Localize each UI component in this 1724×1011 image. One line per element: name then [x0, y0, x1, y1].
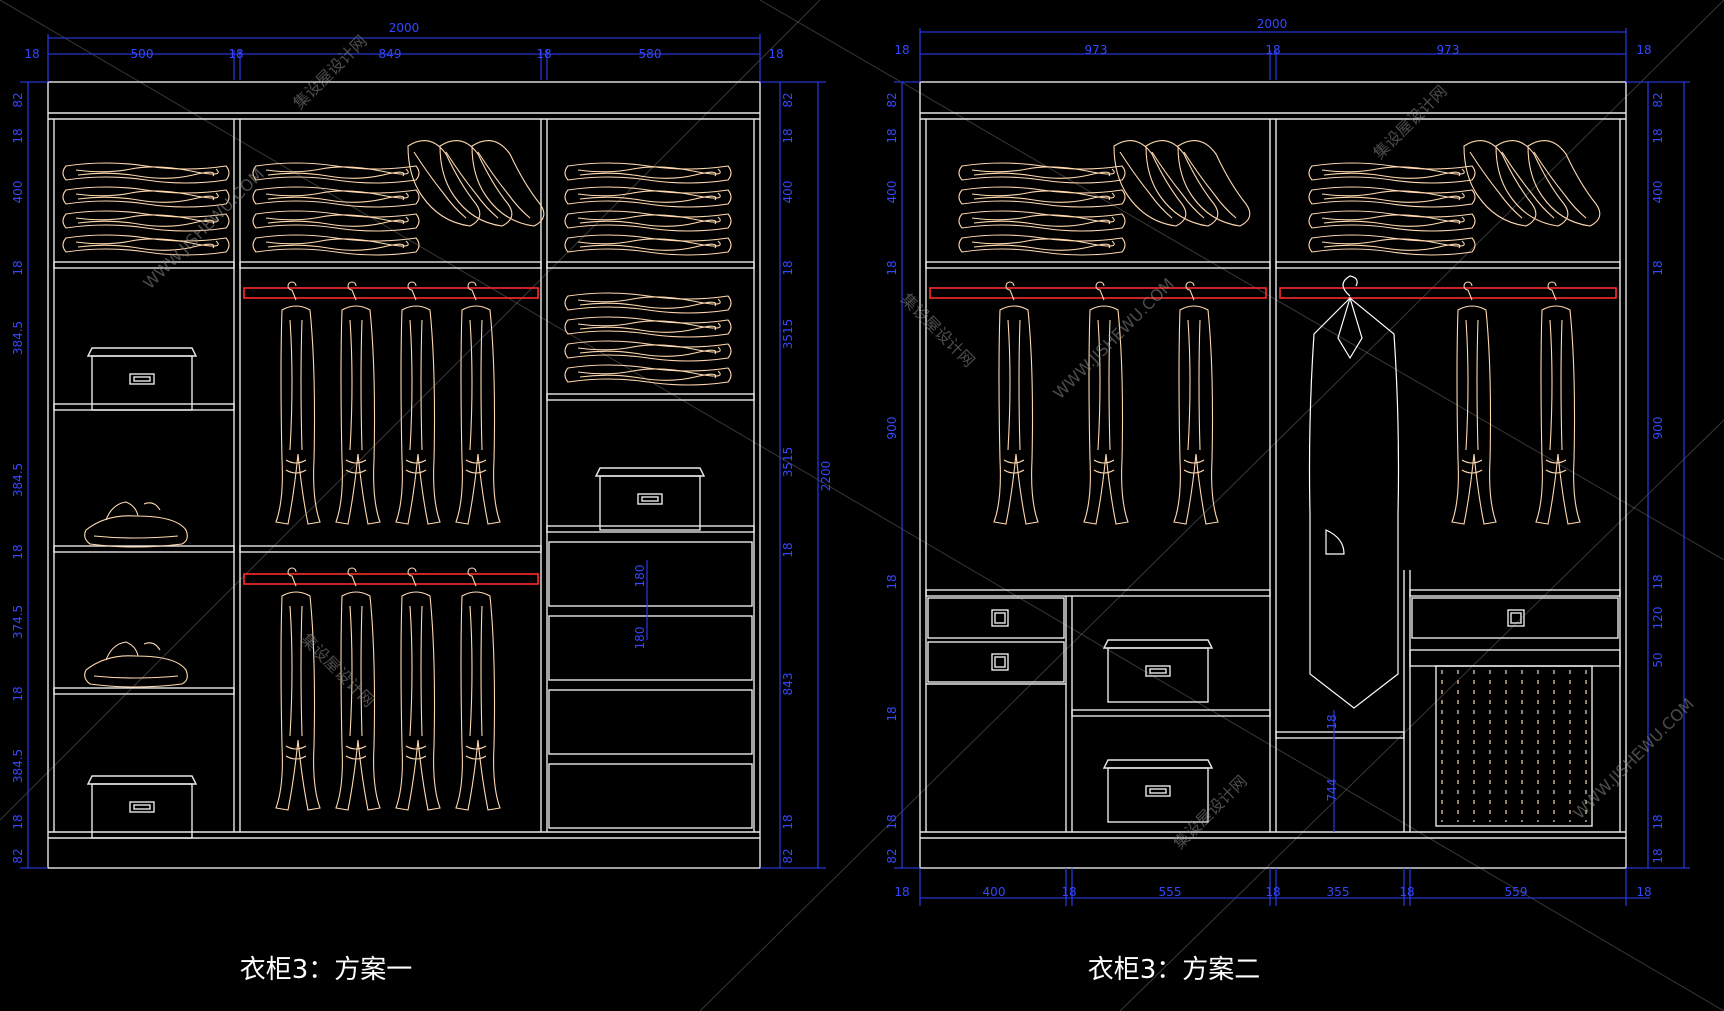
rd-l-1: 18 [885, 128, 899, 143]
ld-r-6: 18 [781, 542, 795, 557]
right-dim-seg-5: 18 [1636, 43, 1651, 57]
rd-r-8: 18 [1651, 814, 1665, 829]
right-right-side-dims: 82 18 400 18 900 18 120 50 18 18 18 744 [1325, 92, 1665, 863]
watermark-cn-3: 集设屋设计网 [1369, 82, 1450, 163]
title-scheme-one: 衣柜3：方案一 [240, 955, 413, 985]
watermark-cn-2: 集设屋设计网 [897, 289, 978, 370]
rd-l-6: 18 [885, 706, 899, 721]
ld-r-10: 18 [781, 814, 795, 829]
rb-2: 18 [1061, 885, 1076, 899]
left-dim-seg-5: 18 [536, 47, 551, 61]
rd-l-8: 82 [885, 848, 899, 863]
ld-r-8: 180 [633, 627, 647, 650]
right-dim-seg-2: 973 [1085, 43, 1108, 57]
ld-l-2: 400 [11, 181, 25, 204]
rd-l-3: 18 [885, 260, 899, 275]
ld-r-9: 843 [781, 673, 795, 696]
coat-hanging [1308, 275, 1400, 709]
wardrobe-scheme-two [919, 81, 1627, 869]
left-side-dims-right: 82 18 400 18 3515 3515 18 180 180 843 18… [633, 92, 833, 863]
rd-l-2: 400 [885, 181, 899, 204]
rb-3: 555 [1159, 885, 1182, 899]
left-dim-seg-3: 18 [228, 47, 243, 61]
ld-l-10: 18 [11, 814, 25, 829]
left-side-dims-one: 82 18 400 18 384.5 384.5 18 374.5 18 384… [11, 92, 25, 863]
rb-8: 18 [1636, 885, 1651, 899]
rd-l-4: 900 [885, 417, 899, 440]
rb-0: 18 [894, 885, 909, 899]
ld-l-7: 374.5 [11, 605, 25, 639]
wardrobe-scheme-one [47, 81, 761, 869]
ld-r-7: 180 [633, 565, 647, 588]
ld-l-3: 18 [11, 260, 25, 275]
rd-inner-0: 18 [1325, 714, 1339, 729]
ld-r-2: 400 [781, 181, 795, 204]
ld-l-5: 384.5 [11, 463, 25, 497]
right-dim-seg-4: 973 [1437, 43, 1460, 57]
rd-r-2: 400 [1651, 181, 1665, 204]
rd-r-1: 18 [1651, 128, 1665, 143]
right-dim-seg-1: 18 [894, 43, 909, 57]
ld-r-11: 82 [781, 848, 795, 863]
rb-4: 18 [1265, 885, 1280, 899]
rb-1: 400 [983, 885, 1006, 899]
rd-inner-1: 744 [1325, 779, 1339, 802]
watermark-cn: 集设屋设计网 [289, 32, 370, 113]
rd-r-4: 900 [1651, 417, 1665, 440]
rb-6: 18 [1399, 885, 1414, 899]
rd-r-3: 18 [1651, 260, 1665, 275]
title-scheme-two: 衣柜3：方案二 [1088, 955, 1261, 985]
right-total-width: 2000 [1257, 17, 1288, 31]
rd-r-7: 50 [1651, 652, 1665, 667]
dimensions-scheme-two [894, 28, 1690, 906]
ld-l-8: 18 [11, 686, 25, 701]
rd-l-5: 18 [885, 574, 899, 589]
rd-r-0: 82 [1651, 92, 1665, 107]
ld-l-0: 82 [11, 92, 25, 107]
ld-r-5: 3515 [781, 447, 795, 478]
watermark-en-2: WWW.JISHEWU.COM [1049, 274, 1177, 402]
watermark-en: WWW.JISHEWU.COM [139, 164, 267, 292]
rd-l-0: 82 [885, 92, 899, 107]
ld-r-0: 82 [781, 92, 795, 107]
left-total-width: 2000 [389, 21, 420, 35]
watermark-cn-5: 集设屋设计网 [1169, 772, 1250, 853]
ld-r-4: 3515 [781, 319, 795, 350]
right-left-side-dims: 82 18 400 18 900 18 18 18 82 [885, 92, 899, 863]
ld-l-11: 82 [11, 848, 25, 863]
right-dim-seg-3: 18 [1265, 43, 1280, 57]
rd-r-6: 120 [1651, 607, 1665, 630]
rb-7: 559 [1505, 885, 1528, 899]
ld-r-3: 18 [781, 260, 795, 275]
ld-l-9: 384.5 [11, 749, 25, 783]
watermark-en-3: WWW.JISHEWU.COM [1569, 694, 1697, 822]
ld-l-4: 384.5 [11, 321, 25, 355]
dimensions-scheme-one [20, 34, 826, 869]
rb-5: 355 [1327, 885, 1350, 899]
ld-total-height: 2200 [819, 461, 833, 492]
ld-l-6: 18 [11, 544, 25, 559]
left-dim-seg-7: 18 [768, 47, 783, 61]
left-dim-seg-4: 849 [379, 47, 402, 61]
rd-l-7: 18 [885, 814, 899, 829]
ld-r-1: 18 [781, 128, 795, 143]
watermark-cn-4: 集设屋设计网 [297, 629, 378, 710]
rd-r-9: 18 [1651, 848, 1665, 863]
rd-r-5: 18 [1651, 574, 1665, 589]
left-dim-seg-1: 18 [24, 47, 39, 61]
left-dim-seg-6: 580 [639, 47, 662, 61]
ld-l-1: 18 [11, 128, 25, 143]
left-dim-seg-2: 500 [131, 47, 154, 61]
